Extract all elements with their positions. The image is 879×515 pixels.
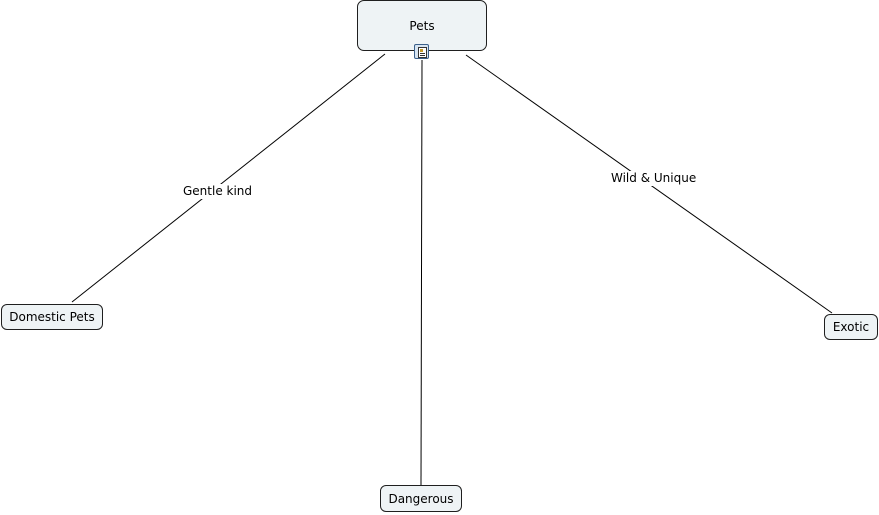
concept-node-label: Exotic	[832, 320, 870, 334]
resource-document-icon[interactable]	[414, 44, 429, 59]
concept-node-pets[interactable]: Pets	[357, 0, 487, 51]
concept-node-label: Pets	[409, 18, 435, 33]
concept-node-label: Dangerous	[388, 491, 454, 506]
concept-node-domestic-pets[interactable]: Domestic Pets	[1, 304, 103, 330]
concept-node-label: Domestic Pets	[9, 310, 95, 324]
link-label-wild-unique[interactable]: Wild & Unique	[610, 171, 698, 186]
connector-pets-to-dangerous	[420, 59, 423, 486]
link-label-gentle-kind[interactable]: Gentle kind	[182, 184, 254, 199]
connector-pets-to-domestic	[71, 53, 386, 303]
concept-node-exotic[interactable]: Exotic	[824, 314, 878, 340]
concept-node-dangerous[interactable]: Dangerous	[380, 485, 462, 512]
